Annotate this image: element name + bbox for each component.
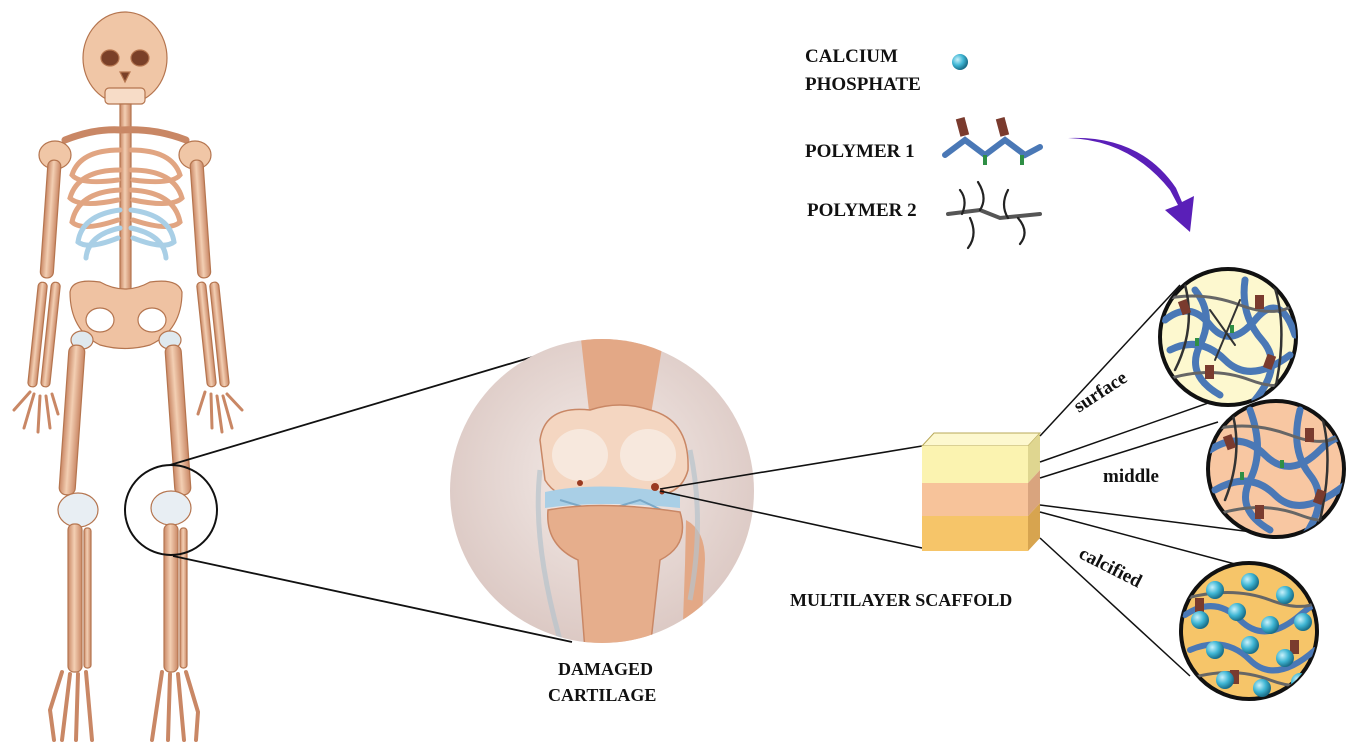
surface-layer-circle [1160, 269, 1300, 405]
calcium-phosphate-label-line1: CALCIUM [805, 46, 898, 68]
scaffold-cube-icon [922, 433, 1040, 551]
multilayer-scaffold-label: MULTILAYER SCAFFOLD [790, 590, 1012, 611]
polymer-2-label: POLYMER 2 [807, 200, 917, 222]
knee-joint-illustration [450, 330, 754, 650]
skeleton-figure [14, 12, 242, 740]
polymer-1-chain-icon [945, 117, 1040, 165]
scaffold-layer-calcified [922, 516, 1028, 551]
polymer-1-label: POLYMER 1 [805, 141, 915, 163]
damaged-cartilage-label-line1: DAMAGED [558, 659, 653, 680]
middle-label: middle [1103, 466, 1159, 488]
calcium-phosphate-label-line2: PHOSPHATE [805, 74, 921, 96]
calcium-phosphate-sphere-icon [952, 54, 968, 70]
scaffold-layer-surface [922, 446, 1028, 483]
polymer-2-chain-icon [948, 182, 1040, 248]
scaffold-layer-middle [922, 483, 1028, 516]
middle-layer-circle [1208, 401, 1348, 537]
knee-highlight [151, 491, 191, 525]
curved-arrow-icon [1068, 138, 1194, 232]
calcified-layer-circle [1180, 563, 1327, 699]
damaged-cartilage-label-line2: CARTILAGE [548, 685, 656, 706]
